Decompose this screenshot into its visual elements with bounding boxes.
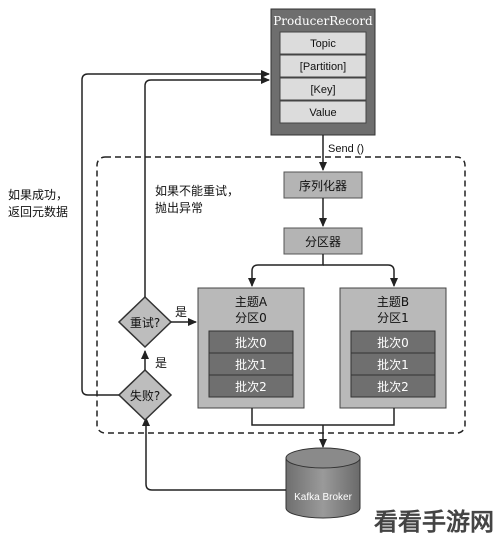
topics-to-broker-line [251, 408, 395, 426]
field-partition-label: [Partition] [300, 61, 346, 73]
partitioner-box [283, 227, 363, 255]
field-topic-label: Topic [310, 38, 336, 50]
fail-decision-label: 失败? [130, 388, 160, 403]
topic-b-title: 主题B [377, 295, 409, 309]
topic-b: 主题B 分区1 批次0 批次1 批次2 [339, 287, 447, 409]
topic-b-batch-1-label: 批次1 [377, 357, 409, 372]
send-label: Send () [328, 143, 364, 155]
retry-decision-label: 重试? [130, 315, 160, 330]
retry-no-arrow [144, 76, 270, 297]
note-no-retry-line1: 如果不能重试， [155, 183, 239, 198]
broker-label: Kafka Broker [294, 492, 352, 503]
field-value-label: Value [309, 107, 336, 119]
fail-decision: 失败? [117, 368, 173, 422]
topic-b-partition: 分区1 [377, 311, 409, 325]
field-key-label: [Key] [310, 84, 335, 96]
note-success-line2: 返回元数据 [8, 204, 68, 219]
topic-b-batch-2 [350, 374, 436, 398]
partitioner-label: 分区器 [305, 235, 341, 249]
topic-a-partition: 分区0 [235, 311, 267, 325]
producer-boundary [96, 156, 466, 434]
topic-a-title: 主题A [235, 295, 268, 309]
kafka-broker: Kafka Broker [285, 447, 361, 519]
field-key [279, 77, 367, 101]
retry-yes-label: 是 [175, 305, 187, 319]
field-topic [279, 31, 367, 55]
serializer-label: 序列化器 [299, 178, 347, 193]
note-success-line1: 如果成功， [8, 187, 68, 202]
topic-a-batch-1-label: 批次1 [235, 357, 267, 372]
retry-decision: 重试? [117, 295, 173, 349]
topic-a-batch-2 [208, 374, 294, 398]
field-value [279, 100, 367, 124]
producer-record: ProducerRecord Topic [Partition] [Key] V… [270, 8, 376, 136]
topic-a-batch-2-label: 批次2 [235, 379, 267, 394]
broker-response-arrow [142, 417, 286, 491]
branch-to-topic-b [323, 264, 398, 287]
note-no-retry-line2: 抛出异常 [155, 200, 203, 215]
watermark-text: 看看手游网 [374, 508, 494, 535]
field-partition [279, 54, 367, 78]
branch-to-topic-a [248, 254, 324, 287]
fail-yes-label: 是 [155, 356, 167, 370]
success-return-arrow [81, 70, 270, 396]
topic-b-batch-2-label: 批次2 [377, 379, 409, 394]
topic-a: 主题A 分区0 批次0 批次1 批次2 [197, 287, 305, 409]
topic-a-batch-0-label: 批次0 [235, 335, 267, 350]
producer-record-title: ProducerRecord [273, 14, 373, 28]
topic-b-batch-0-label: 批次0 [377, 335, 409, 350]
